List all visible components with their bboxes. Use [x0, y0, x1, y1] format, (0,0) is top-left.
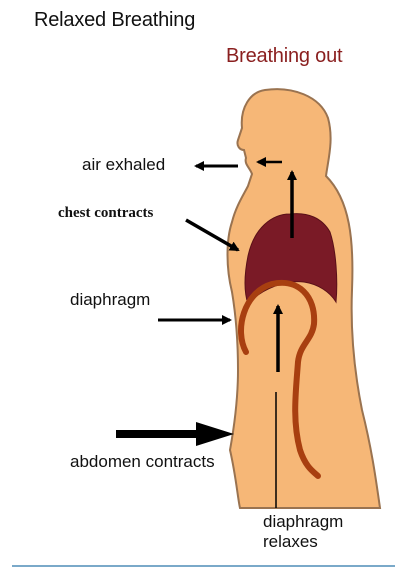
label-diaphragm-relaxes: diaphragm relaxes [263, 512, 343, 551]
diagram-title: Relaxed Breathing [34, 10, 195, 30]
label-chest-contracts: chest contracts [58, 206, 153, 221]
label-air-exhaled: air exhaled [82, 156, 165, 173]
abdomen-contracts-arrow [116, 422, 234, 446]
bottom-divider [12, 565, 395, 567]
label-diaphragm: diaphragm [70, 291, 150, 308]
label-abdomen-contracts: abdomen contracts [70, 453, 215, 470]
diagram-subtitle: Breathing out [226, 46, 342, 66]
